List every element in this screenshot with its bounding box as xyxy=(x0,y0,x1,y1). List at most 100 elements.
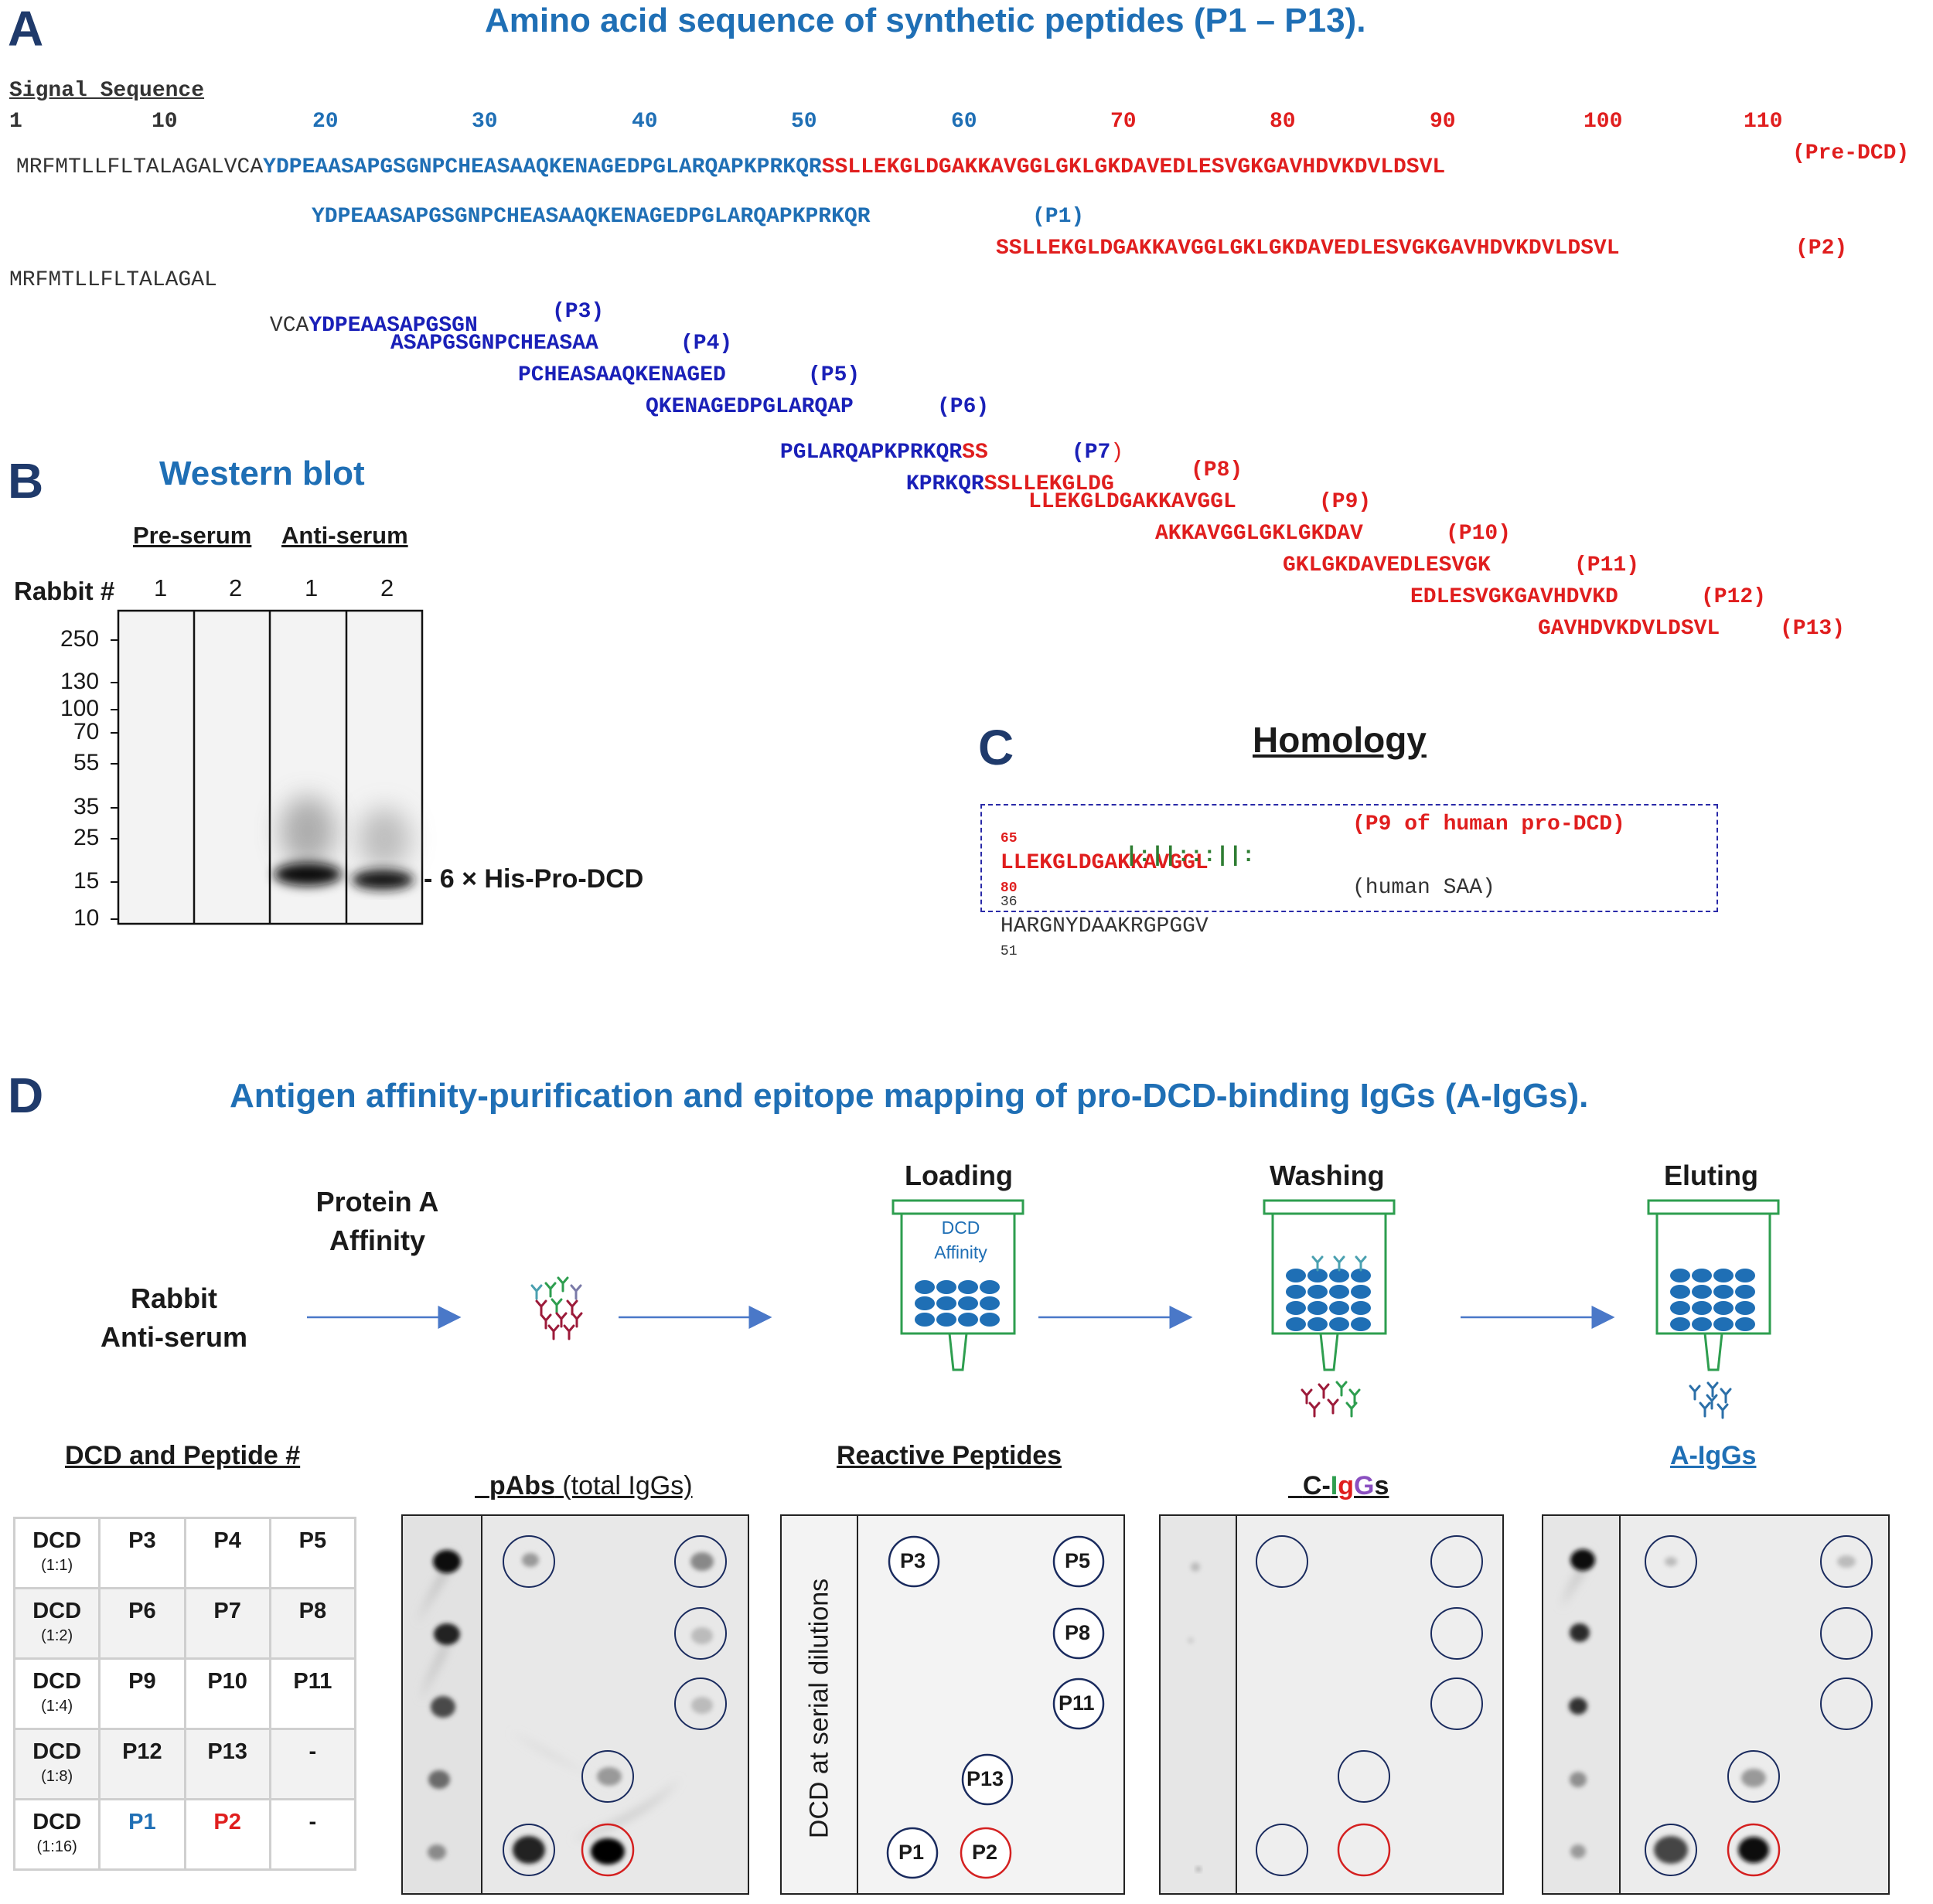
grid-cell: P10 xyxy=(183,1657,271,1730)
p7-label-wrap: (P7) xyxy=(1065,427,1123,465)
p7-sequence-mature: SS xyxy=(962,441,988,465)
residue-number: 100 xyxy=(1584,110,1623,134)
residue-number: 1 xyxy=(9,110,22,134)
cigg-dot-blot xyxy=(1159,1514,1504,1895)
p12-label: (P12) xyxy=(1701,585,1767,609)
reactive-peptide-circle xyxy=(1052,1535,1105,1588)
grid-cell-dcd: DCD(1:1) xyxy=(12,1517,101,1589)
homology-top-start: 65 xyxy=(1000,831,1018,846)
p4-sequence: ASAPGSGNPCHEASAA xyxy=(390,332,598,356)
cigg-header-c: C- xyxy=(1302,1471,1331,1500)
residue-number: 20 xyxy=(312,110,339,134)
signal-sequence-line: MRFMTLLFLTALAGAL xyxy=(9,268,217,292)
grid-row: DCD(1:1) P3 P4 P5 xyxy=(12,1517,357,1589)
igg-cluster-icon xyxy=(530,1276,583,1340)
cigg-header-i: I xyxy=(1330,1471,1338,1500)
grid-cell: P8 xyxy=(268,1587,357,1660)
washed-igg-icons xyxy=(1301,1381,1361,1418)
p7-label-end: ) xyxy=(1110,441,1124,465)
grid-cell: P2 xyxy=(183,1798,271,1871)
western-blot-image xyxy=(111,609,424,925)
reactive-peptide-label: P11 xyxy=(1059,1691,1095,1715)
homology-bottom-start: 36 xyxy=(1000,894,1018,910)
reactive-peptide-circle xyxy=(961,1753,1014,1806)
p11-label: (P11) xyxy=(1574,553,1640,577)
mw-marker: 10 xyxy=(73,905,100,931)
predcd-mature-segment: SSLLEKGLDGAKKAVGGLGKLGKDAVEDLESVGKGAVHDV… xyxy=(821,155,1446,179)
homology-top-line: 65 LLEKGLDGAKKAVGGL 80 xyxy=(994,812,1209,901)
grid-cell: P4 xyxy=(183,1517,271,1589)
reactive-peptides-map xyxy=(780,1514,1125,1895)
p8-sequence-mature: SSLLEKGLDG xyxy=(984,472,1114,496)
band-label: - 6 × His-Pro-DCD xyxy=(424,864,644,894)
dcd-affinity-label: DCD Affinity xyxy=(916,1215,1005,1265)
p7-sequence-pro: PGLARQAPKPRKQR xyxy=(779,441,963,465)
homology-top-seq: LLEKGLDGAKKAVGGL xyxy=(1000,851,1209,875)
reactive-peptide-label: P13 xyxy=(966,1767,1004,1790)
reactive-peptides-header: Reactive Peptides xyxy=(837,1441,1062,1470)
mw-marker: 25 xyxy=(73,825,100,850)
rabbit-anti-serum-label: Rabbit Anti-serum xyxy=(97,1279,251,1357)
dot-blot-panels xyxy=(401,1514,1890,1895)
dcd-affinity-line2: Affinity xyxy=(934,1242,987,1262)
panel-b-letter: B xyxy=(8,453,44,509)
grid-cell-dcd: DCD(1:16) xyxy=(12,1798,101,1871)
p3-line: VCAYDPEAASAPGSGN xyxy=(263,300,478,339)
residue-number: 80 xyxy=(1270,110,1296,134)
signal-sequence-label: Signal Sequence xyxy=(9,79,205,103)
grid-cell: P3 xyxy=(98,1517,186,1589)
eluting-column-icon xyxy=(1647,1199,1780,1371)
panel-d-letter: D xyxy=(8,1068,44,1123)
p8-label: (P8) xyxy=(1191,458,1243,482)
mw-marker: 55 xyxy=(73,750,100,775)
grid-cell: P5 xyxy=(268,1517,357,1589)
pabs-dot-blot xyxy=(401,1514,749,1895)
eluting-label: Eluting xyxy=(1664,1160,1758,1191)
p5-label: (P5) xyxy=(808,363,861,387)
cigg-header-g2: G xyxy=(1354,1471,1375,1500)
p12-sequence: EDLESVGKGAVHDVKD xyxy=(1410,585,1618,609)
p1-sequence: YDPEAASAPGSGNPCHEASAAQKENAGEDPGLARQAPKPR… xyxy=(312,205,871,229)
p2-sequence: SSLLEKGLDGAKKAVGGLGKLGKDAVEDLESVGKGAVHDV… xyxy=(996,237,1620,261)
panel-c-letter: C xyxy=(978,720,1014,775)
mw-marker: 250 xyxy=(60,626,100,652)
p5-sequence: PCHEASAAQKENAGED xyxy=(518,363,726,387)
reactive-peptide-circle xyxy=(1052,1677,1105,1730)
grid-row: DCD(1:16) P1 P2 - xyxy=(12,1798,357,1871)
homology-bottom-end: 51 xyxy=(1000,944,1018,959)
anti-serum-label: Anti-serum xyxy=(100,1321,248,1353)
grid-row: DCD(1:4) P9 P10 P11 xyxy=(12,1657,357,1730)
band-anti-serum-2 xyxy=(352,870,414,890)
cigg-header-s: s xyxy=(1374,1471,1389,1500)
reactive-peptide-label: P3 xyxy=(900,1549,926,1572)
p6-label: (P6) xyxy=(937,395,990,419)
p11-sequence: GKLGKDAVEDLESVGK xyxy=(1283,553,1491,577)
predcd-label: (Pre-DCD) xyxy=(1792,141,1910,165)
reactive-peptide-circle xyxy=(960,1827,1012,1879)
homology-bottom-seq: HARGNYDAAKRGPGGV xyxy=(1000,915,1209,938)
aigg-dot-blot xyxy=(1542,1514,1890,1895)
panel-c-title: Homology xyxy=(1253,720,1427,760)
lane-number: 2 xyxy=(380,574,394,601)
predcd-pro-segment: YDPEAASAPGSGNPCHEASAAQKENAGEDPGLARQAPKPR… xyxy=(263,155,822,179)
grid-cell: - xyxy=(268,1798,357,1871)
homology-top-label: (P9 of human pro-DCD) xyxy=(1352,812,1625,836)
panel-b-title: Western blot xyxy=(159,455,365,492)
grid-cell: P11 xyxy=(268,1657,357,1730)
rabbit-number-label: Rabbit # xyxy=(14,577,115,605)
p1-label: (P1) xyxy=(1032,205,1085,229)
aiggs-header: A-IgGs xyxy=(1670,1441,1757,1470)
grid-header: DCD and Peptide # xyxy=(65,1441,301,1470)
reactive-peptide-circle xyxy=(1052,1607,1105,1660)
residue-number: 30 xyxy=(472,110,498,134)
reactive-peptide-label: P5 xyxy=(1065,1549,1091,1572)
homology-bottom-label: (human SAA) xyxy=(1352,876,1495,900)
homology-match-line: |:||:::||: xyxy=(1125,844,1256,868)
grid-cell-dcd: DCD(1:8) xyxy=(12,1728,101,1800)
reactive-peptide-label: P2 xyxy=(972,1841,998,1864)
rabbit-label: Rabbit xyxy=(131,1282,217,1314)
protein-a-affinity-label: Protein A Affinity xyxy=(296,1183,459,1260)
p7-line: PGLARQAPKPRKQRSS xyxy=(773,427,988,465)
reactive-peptide-label: P1 xyxy=(898,1841,925,1864)
grid-cell: P6 xyxy=(98,1587,186,1660)
